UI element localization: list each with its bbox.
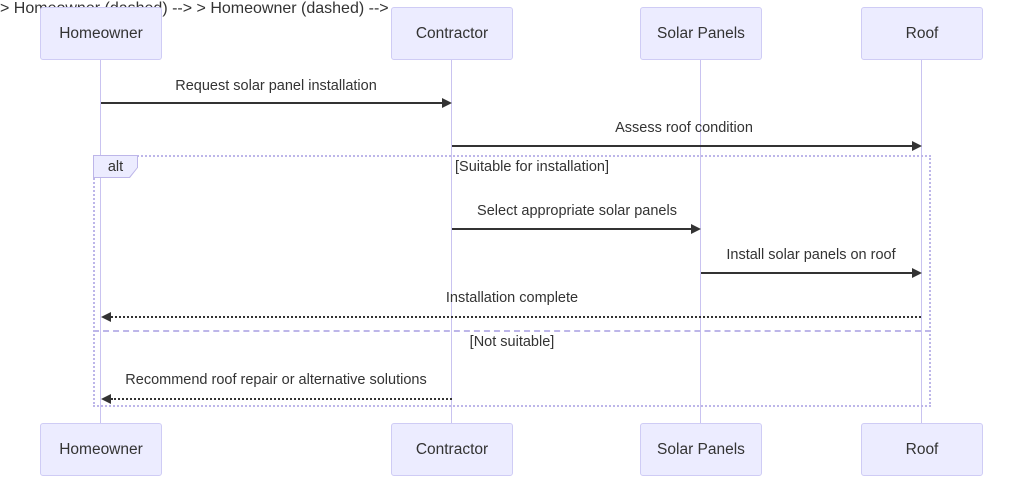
lifeline-homeowner — [100, 60, 101, 423]
message-text-installation-complete: Installation complete — [445, 290, 579, 306]
actor-label: Roof — [905, 24, 939, 42]
actor-homeowner-bottom: Homeowner — [40, 423, 162, 476]
message-text-request-installation: Request solar panel installation — [175, 78, 377, 94]
lifeline-solar-panels — [700, 60, 701, 423]
actor-label: Homeowner — [59, 24, 143, 42]
message-line-install-panels — [701, 272, 912, 274]
message-line-assess-roof — [452, 145, 912, 147]
message-line-select-panels — [452, 228, 691, 230]
message-text-recommend-repair: Recommend roof repair or alternative sol… — [125, 372, 427, 388]
message-line-request-installation — [101, 102, 443, 104]
alt-condition-suitable: [Suitable for installation] — [455, 159, 609, 175]
alt-condition-not-suitable: [Not suitable] — [469, 334, 555, 350]
message-text-assess-roof: Assess roof condition — [615, 120, 753, 136]
arrowhead-right-icon — [912, 141, 922, 151]
alt-label-text: alt — [94, 156, 137, 177]
message-text-install-panels: Install solar panels on roof — [726, 247, 896, 263]
arrowhead-left-icon — [101, 312, 111, 322]
actor-solar-panels-bottom: Solar Panels — [640, 423, 762, 476]
actor-label: Solar Panels — [657, 440, 745, 458]
actor-label: Solar Panels — [657, 24, 745, 42]
actor-label: Contractor — [415, 24, 489, 42]
actor-label: Contractor — [415, 440, 489, 458]
actor-label: Homeowner — [59, 440, 143, 458]
message-line-recommend-repair — [111, 398, 452, 400]
actor-roof-top: Roof — [861, 7, 983, 60]
arrowhead-right-icon — [691, 224, 701, 234]
lifeline-contractor — [451, 60, 452, 423]
actor-contractor-bottom: Contractor — [391, 423, 513, 476]
alt-frame — [93, 155, 931, 407]
actor-roof-bottom: Roof — [861, 423, 983, 476]
message-text-select-panels: Select appropriate solar panels — [477, 203, 677, 219]
alt-divider — [93, 330, 931, 332]
message-line-installation-complete — [111, 316, 921, 318]
arrowhead-right-icon — [912, 268, 922, 278]
actor-solar-panels-top: Solar Panels — [640, 7, 762, 60]
actor-contractor-top: Contractor — [391, 7, 513, 60]
lifeline-roof — [921, 60, 922, 423]
alt-label: alt — [93, 155, 138, 178]
actor-label: Roof — [905, 440, 939, 458]
actor-homeowner-top: Homeowner — [40, 7, 162, 60]
arrowhead-left-icon — [101, 394, 111, 404]
arrowhead-right-icon — [442, 98, 452, 108]
